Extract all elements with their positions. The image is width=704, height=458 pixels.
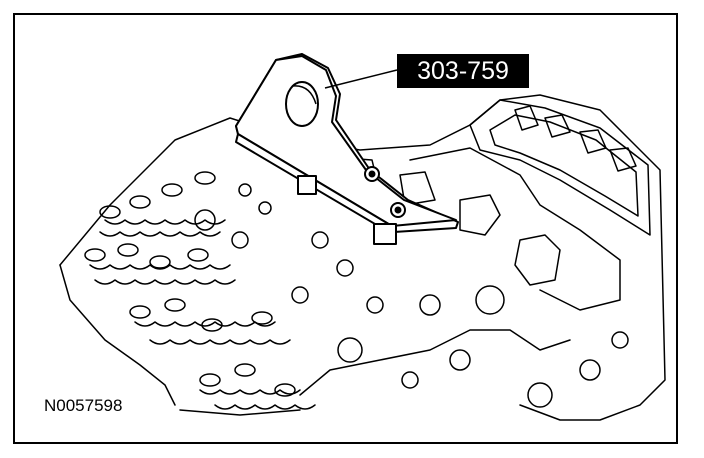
- figure-border: [13, 13, 678, 444]
- head-front-edge: [59, 264, 176, 406]
- tool-callout-label: 303-759: [397, 54, 529, 88]
- figure-number: N0057598: [44, 396, 123, 415]
- valve-spring-row-4: [199, 363, 316, 410]
- valve-spring-row-1: [99, 171, 226, 237]
- valve-spring-row-2: [84, 243, 236, 285]
- special-tool: [235, 53, 459, 245]
- head-lower-detail: [299, 329, 571, 396]
- valve-spring-row-3: [129, 298, 291, 345]
- tool-hole: [285, 81, 319, 127]
- callout-leader: [324, 69, 398, 89]
- chamber-walls: [409, 147, 621, 311]
- bolt-bosses: [194, 183, 629, 408]
